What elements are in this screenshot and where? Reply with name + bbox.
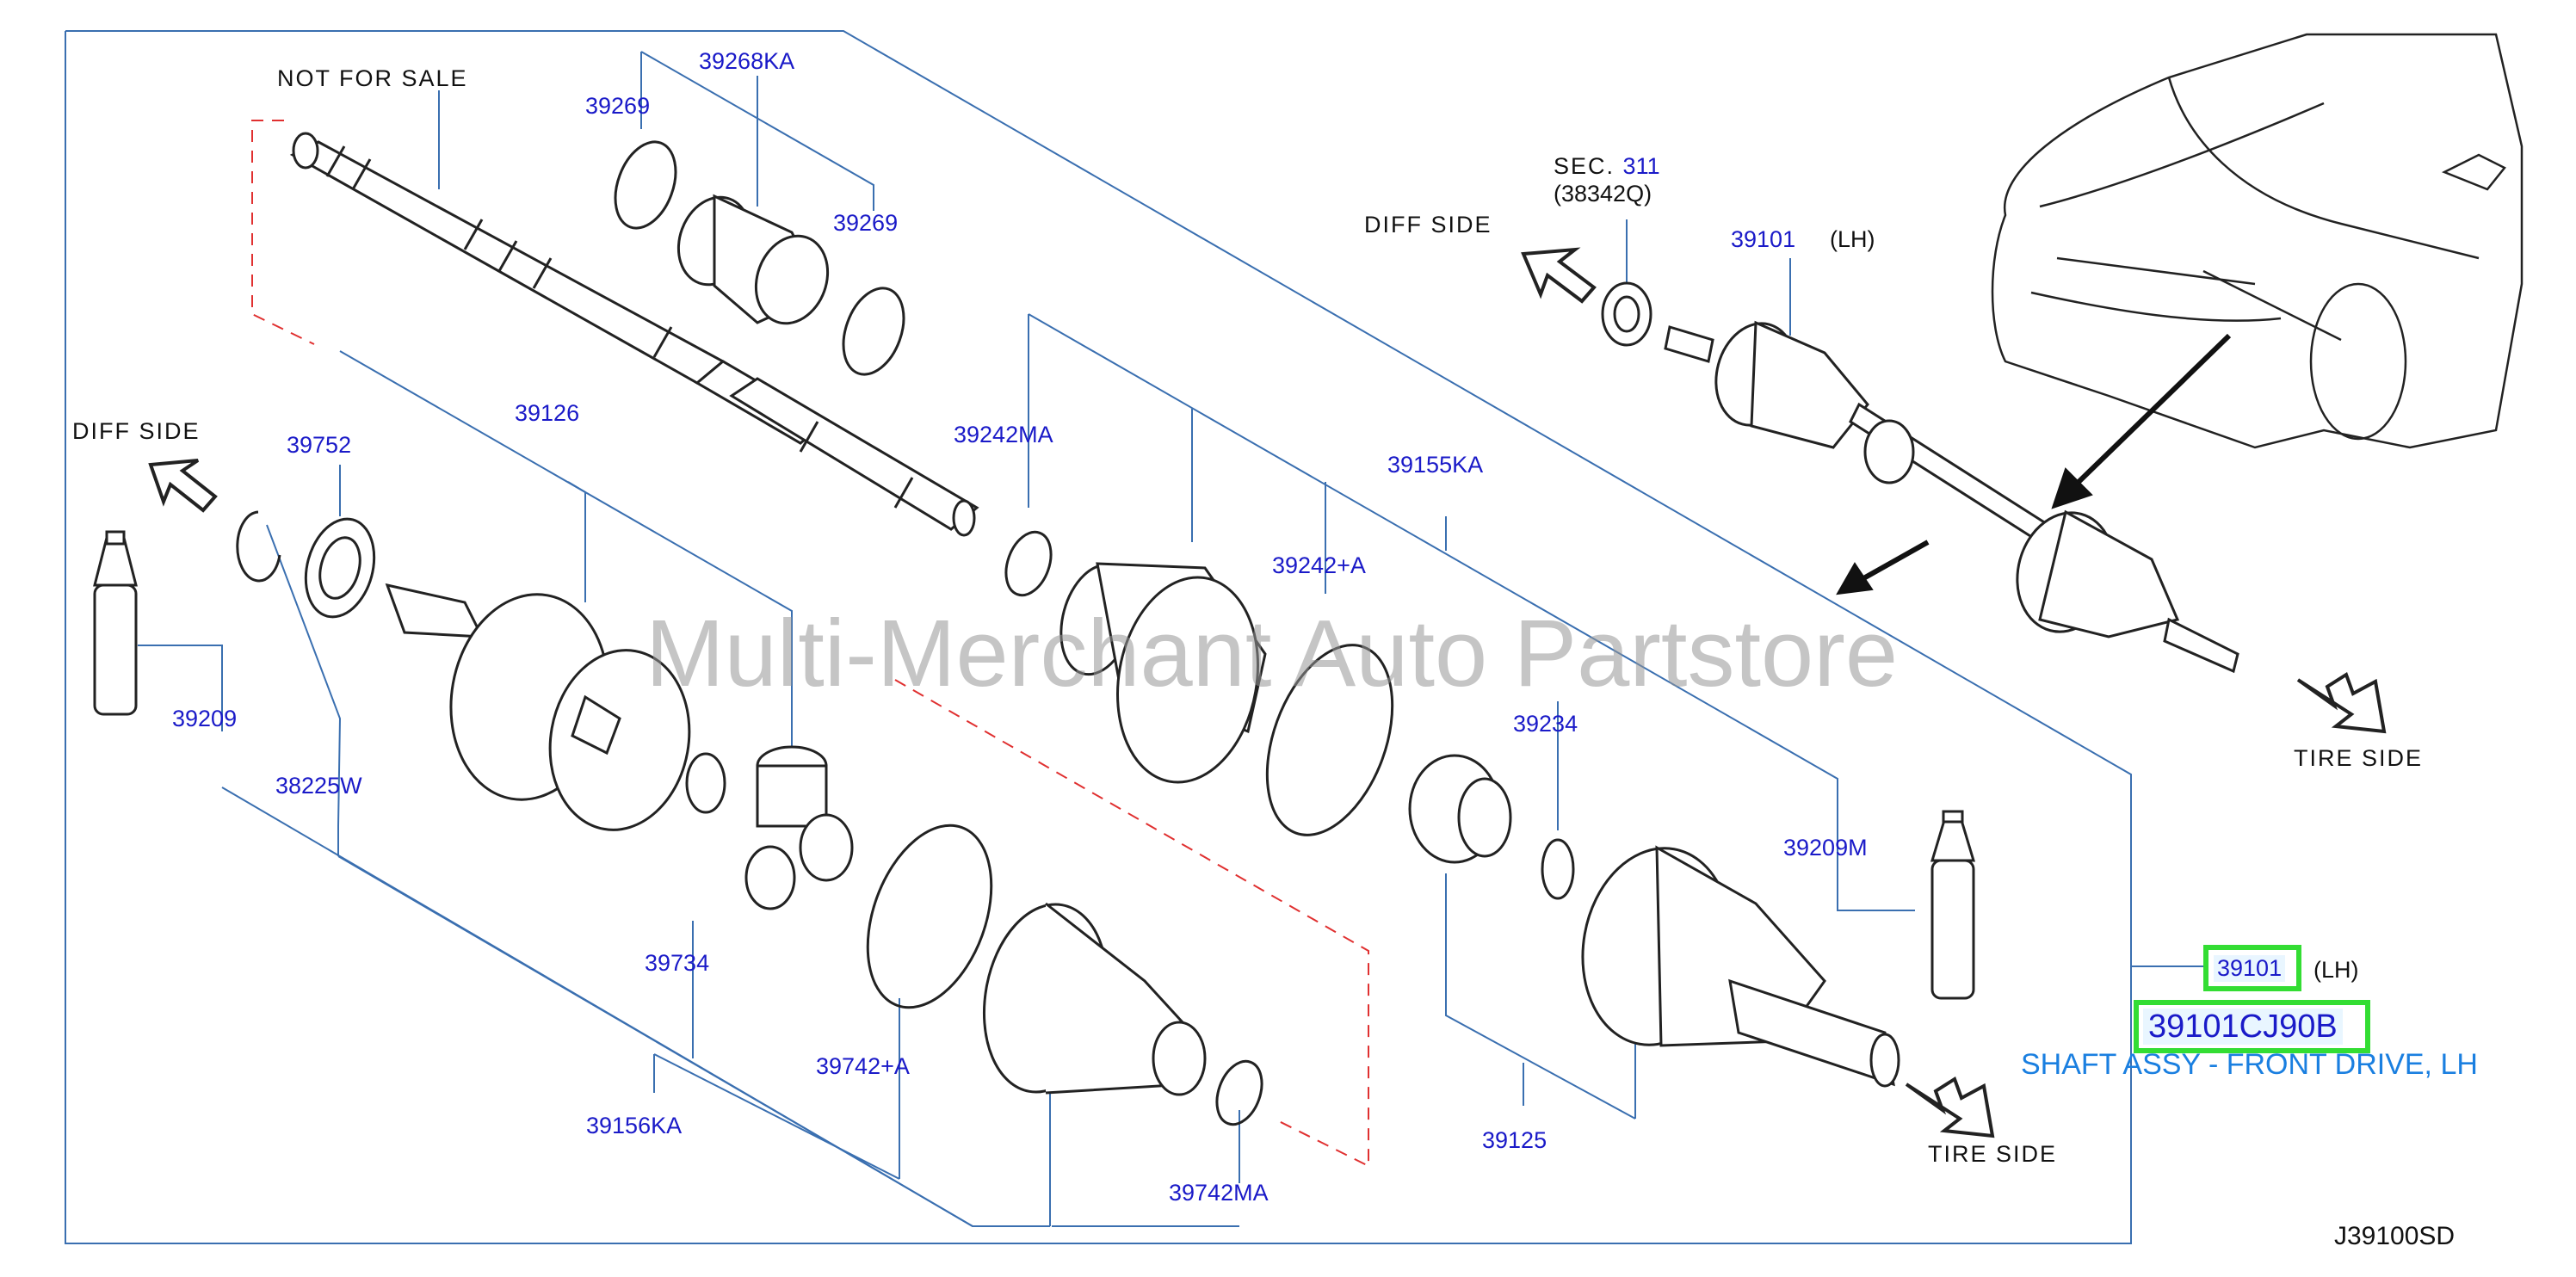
diff-side-label-left: DIFF SIDE	[72, 418, 201, 444]
lh-label-lower: (LH)	[2313, 957, 2359, 983]
lh-label-upper: (LH)	[1830, 226, 1875, 252]
arrow-diff-side-upper-icon	[1521, 247, 1597, 304]
callout-39269-upper[interactable]: 39269	[585, 93, 651, 119]
grease-tube-39209m-drawing	[1930, 810, 1976, 1000]
boot-outer-drawing	[1059, 562, 1267, 784]
highlight-box-part-ref	[2203, 945, 2301, 991]
callout-39101-upper[interactable]: 39101	[1731, 226, 1796, 252]
shaft-assembly-drawing	[1601, 281, 2239, 674]
vehicle-drawing	[1991, 33, 2523, 449]
snap-ring-39234-drawing	[1541, 838, 1575, 900]
arrow-tire-side-right-icon	[2296, 671, 2387, 734]
outer-joint-drawing	[1581, 845, 1900, 1088]
dashed-guide-lines	[251, 120, 1369, 1168]
callout-38225w[interactable]: 38225W	[275, 773, 362, 799]
callout-39101-highlighted[interactable]: 39101	[2214, 955, 2286, 982]
highlight-box-part-number	[2134, 1000, 2370, 1053]
callout-39242a[interactable]: 39242+A	[1272, 552, 1366, 578]
spider-assembly-drawing	[744, 745, 854, 910]
callout-39234[interactable]: 39234	[1513, 711, 1578, 737]
callout-39242ma[interactable]: 39242MA	[954, 422, 1053, 447]
clamp-39742ma-drawing	[1215, 1059, 1263, 1126]
band-39242a-drawing	[1265, 644, 1394, 836]
callout-39742a[interactable]: 39742+A	[816, 1053, 910, 1079]
clamp-39242ma-drawing	[1004, 530, 1053, 597]
sec-prefix: SEC.	[1554, 153, 1615, 179]
callout-39268ka[interactable]: 39268KA	[699, 48, 795, 74]
callout-39155ka[interactable]: 39155KA	[1387, 452, 1484, 478]
housing-39126-drawing	[385, 583, 691, 831]
boot-inner-drawing	[982, 902, 1207, 1096]
diff-side-label-upper: DIFF SIDE	[1364, 212, 1492, 238]
callout-39126[interactable]: 39126	[515, 400, 580, 426]
band-39269-lower	[842, 287, 905, 376]
part-description: SHAFT ASSY - FRONT DRIVE, LH	[2021, 1048, 2478, 1081]
leader-lines	[138, 51, 1915, 1227]
inner-shaft-drawing	[289, 132, 979, 537]
part-number-highlighted[interactable]: 39101CJ90B	[2143, 1009, 2343, 1045]
clip-38225w-drawing	[236, 510, 281, 583]
sec-number-link[interactable]: 311	[1622, 153, 1660, 179]
callout-39209[interactable]: 39209	[172, 706, 238, 731]
part-shapes	[93, 33, 2523, 1126]
callout-39269-lower[interactable]: 39269	[833, 210, 899, 236]
callout-39125[interactable]: 39125	[1482, 1127, 1547, 1153]
callout-39734[interactable]: 39734	[645, 950, 710, 976]
boot-39268ka-drawing	[676, 194, 830, 325]
callout-39156ka[interactable]: 39156KA	[586, 1113, 683, 1138]
callout-39752[interactable]: 39752	[287, 432, 352, 458]
arrow-diff-side-left-icon	[148, 459, 218, 513]
sec-ref-label: (38342Q)	[1554, 181, 1652, 207]
not-for-sale-label: NOT FOR SALE	[277, 65, 468, 91]
band-39269-upper	[614, 140, 677, 230]
grease-tube-39209-drawing	[93, 530, 138, 716]
tire-side-label-upper: TIRE SIDE	[2294, 745, 2424, 771]
watermark-text: Multi-Merchant Auto Partstore	[646, 601, 1899, 706]
callout-39742ma[interactable]: 39742MA	[1169, 1180, 1269, 1206]
frame-outline	[65, 30, 2203, 1244]
direction-arrows	[148, 247, 2387, 1138]
snap-ring-39734-drawing	[685, 752, 726, 814]
sec-label: SEC. 311	[1554, 155, 1660, 178]
drawing-code: J39100SD	[2334, 1222, 2456, 1250]
inner-race-drawing	[1408, 754, 1512, 864]
band-39742a-drawing	[866, 824, 993, 1009]
solid-arrows	[1836, 333, 2232, 595]
tire-side-label-lower: TIRE SIDE	[1928, 1141, 2058, 1167]
callout-39209m[interactable]: 39209M	[1783, 835, 1868, 861]
arrow-tire-side-lower-icon	[1905, 1076, 1995, 1138]
